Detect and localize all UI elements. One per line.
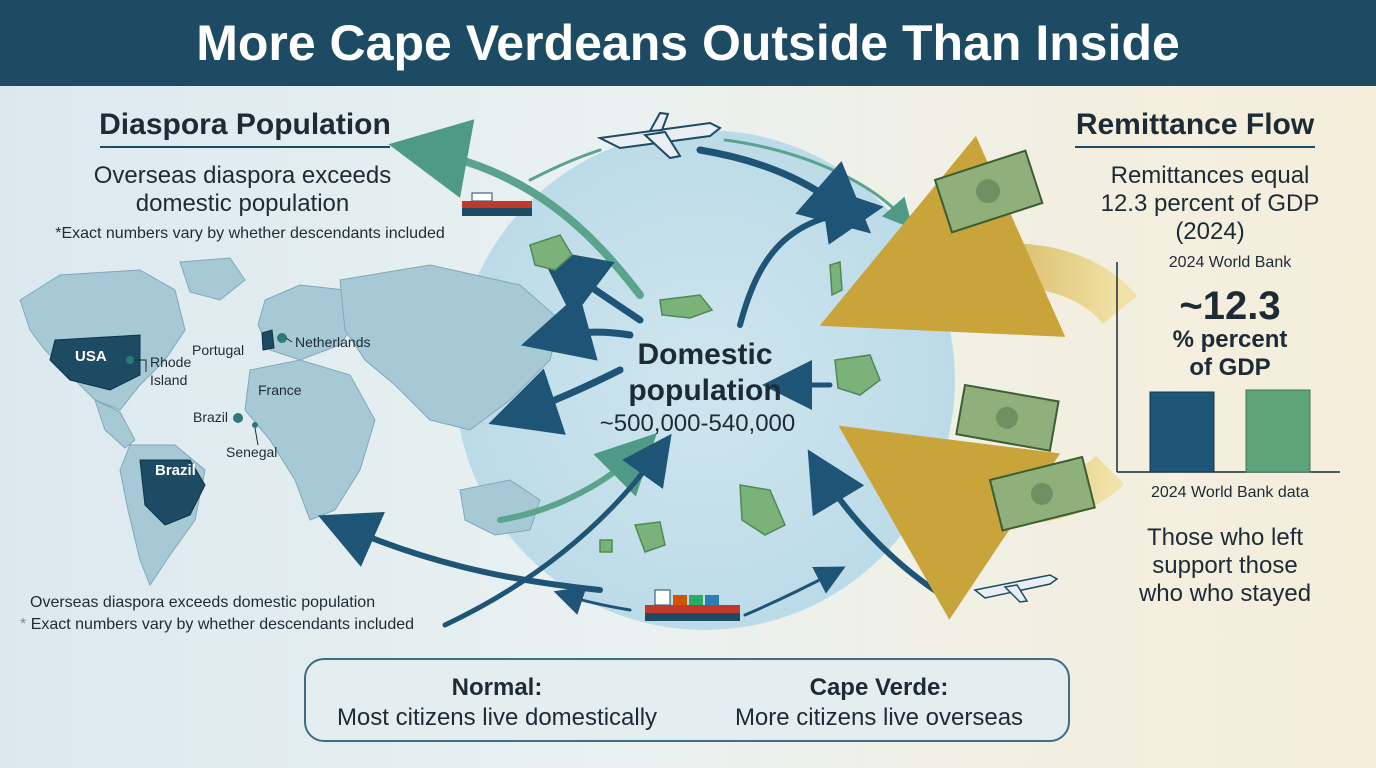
money-stack-top [933,149,1044,234]
marker-senegal [252,422,258,428]
central-america-shape [94,399,136,449]
remittance-heading-underline [1075,146,1315,148]
arrow-to-brazil [488,366,624,435]
island-sao-vicente [659,294,714,319]
support-line-3: who who stayed [1138,580,1312,607]
cape-verde-islands [529,234,881,553]
portugal-highlight [261,329,275,351]
chart-source-top: 2024 World Bank [1168,254,1292,271]
map-label-senegal: Senegal [226,444,278,460]
diaspora-line-2: domestic population [135,190,350,217]
title-bar [0,0,1376,86]
arrow-from-brazil [442,433,672,628]
diaspora-line-1: Overseas diaspora exceeds [93,162,392,189]
map-markers [126,333,287,428]
island-fogo [633,521,666,553]
marker-brazil-small [233,413,243,423]
marker-netherlands [277,333,287,343]
gdp-bar-chart [1116,262,1340,473]
island-santiago [739,484,786,536]
world-map [19,257,561,587]
center-label-1: Domestic [637,338,773,371]
arrow-plane-left [528,148,602,182]
remittance-line-1: Remittances equal [1110,162,1310,189]
support-line-1: Those who left [1146,524,1304,551]
normal-text: Most citizens live domestically [336,704,658,731]
marker-rhode-island [126,356,134,364]
chart-source-bottom: 2024 World Bank data [1150,484,1310,501]
airplane-bottom-icon [973,574,1059,603]
arrow-to-south-america [318,511,603,593]
map-label-brazil-small: Brazil [193,409,229,425]
ship-top-icon [462,192,532,216]
map-label-netherlands: Netherlands [295,334,371,350]
greenland-shape [179,257,246,301]
map-label-brazil: Brazil [155,462,196,479]
map-label-france: France [258,382,302,398]
chart-unit-2: of GDP [1189,354,1271,381]
arrow-to-usa [537,248,644,324]
map-label-portugal: Portugal [192,342,245,358]
page-title: More Cape Verdeans Outside Than Inside [196,15,1180,71]
island-santo-antao [529,234,573,271]
island-brava [599,539,613,553]
normal-title: Normal: [451,674,543,701]
usa-highlight [49,334,141,391]
map-label-rhode-1: Rhode [150,354,192,370]
marker-leader-lines [134,337,293,446]
airplane-top-icon [596,111,722,160]
map-label-rhode-2: Island [150,372,188,388]
remittance-heading: Remittance Flow [1075,108,1315,141]
chart-unit-1: % percent [1172,326,1288,353]
remittance-line-2: 12.3 percent of GDP [1100,190,1320,217]
island-boa-vista [834,354,881,396]
map-label-usa: USA [75,348,107,365]
comparison-box: Normal: Most citizens live domestically … [304,658,1070,742]
arrow-ship-left [553,586,632,615]
bottom-note-star: * [20,616,27,633]
chart-big-value: ~12.3 [1179,284,1281,328]
center-label-2: population [628,374,782,407]
brazil-highlight [139,459,206,526]
bar-2 [1245,389,1311,473]
cape-verde-text: More citizens live overseas [734,704,1024,731]
africa-shape [244,359,376,521]
cape-verde-title: Cape Verde: [809,674,949,701]
gold-arrow-upper [819,135,1138,337]
arrow-ship-right [743,566,846,617]
bottom-note-text: Exact numbers vary by whether descendant… [30,616,415,633]
bar-1 [1149,391,1215,473]
cargo-ship-icon [645,589,740,621]
support-line-2: support those [1152,552,1298,579]
remittance-line-3: (2024) [1175,218,1245,245]
diaspora-heading: Diaspora Population [99,108,391,141]
australia-shape [459,479,541,536]
money-stack-middle [955,383,1060,452]
bottom-note-line-2: * Exact numbers vary by whether descenda… [20,616,440,634]
money-stack-bottom [988,455,1096,532]
money-stacks [933,149,1096,532]
center-value: ~500,000-540,000 [599,410,796,437]
diaspora-heading-underline [100,146,390,148]
bottom-note-line-1: Overseas diaspora exceeds domestic popul… [30,594,376,611]
arrow-to-portugal [520,293,634,361]
island-sal [829,261,843,297]
diaspora-footnote: *Exact numbers vary by whether descendan… [55,225,445,242]
arrow-to-europe [388,119,644,299]
